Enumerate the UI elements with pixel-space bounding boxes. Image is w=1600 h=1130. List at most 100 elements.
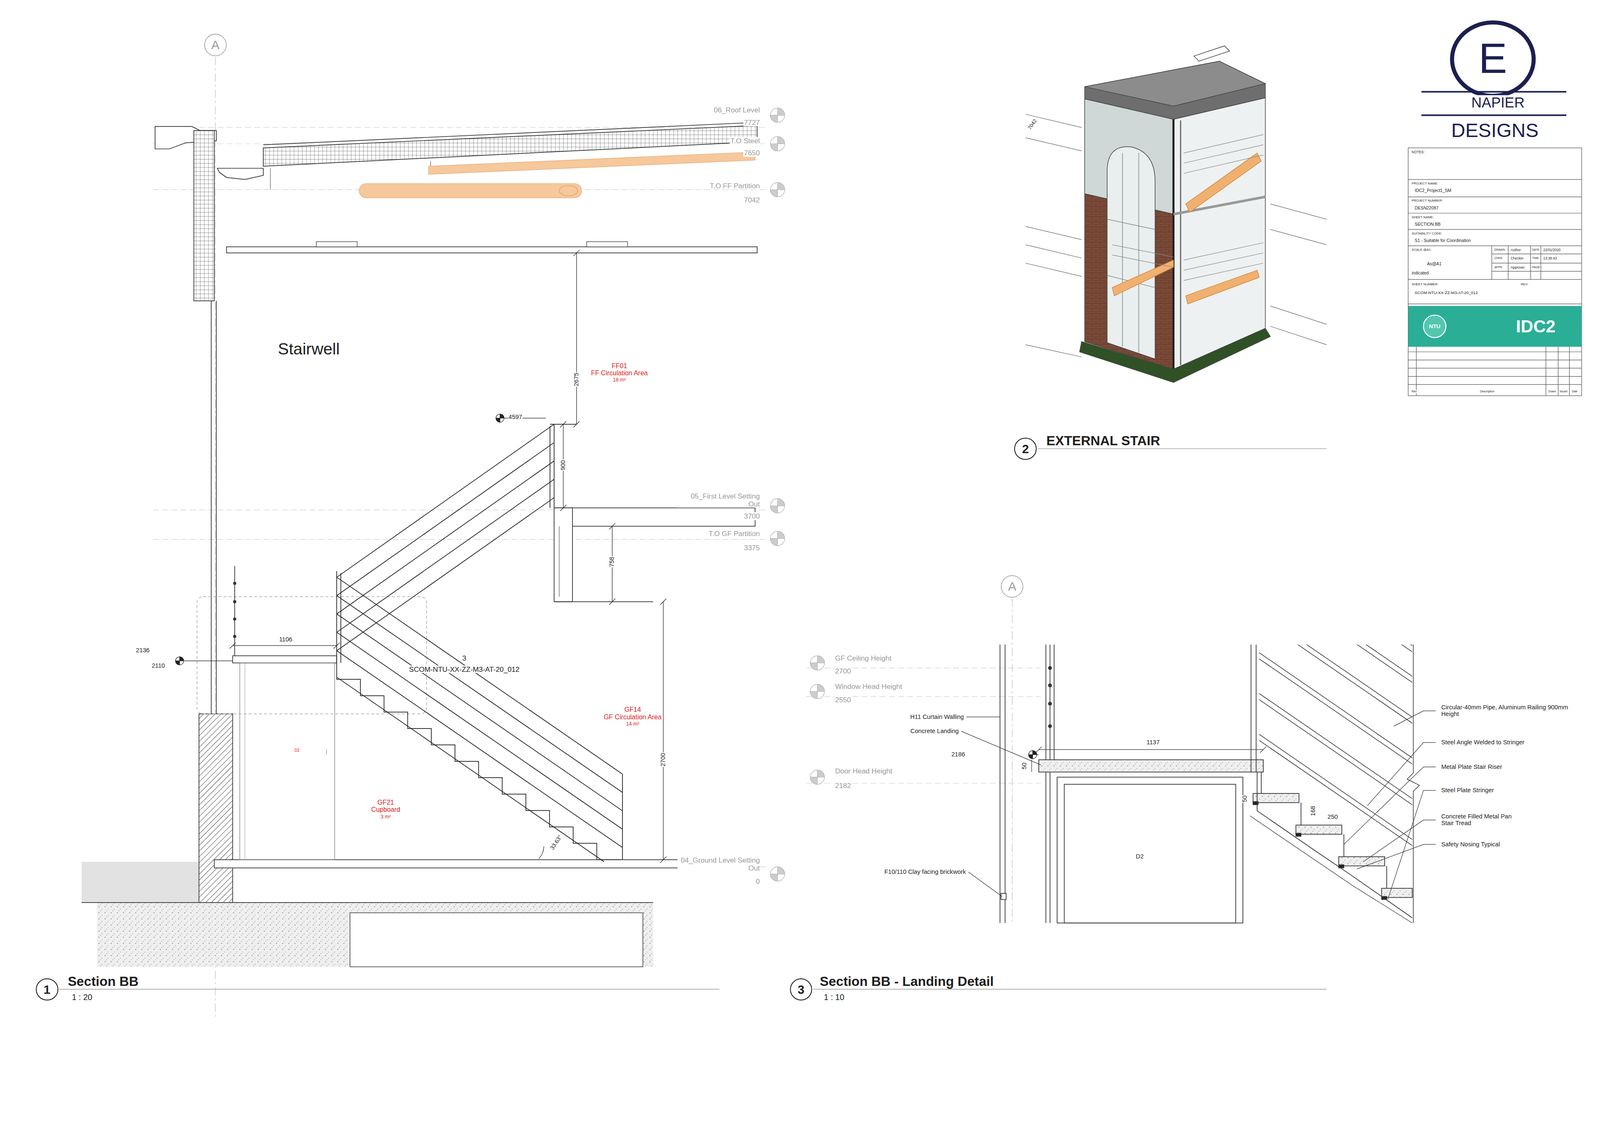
level-lines bbox=[152, 539, 768, 540]
section-structure bbox=[233, 617, 236, 621]
section-structure bbox=[81, 862, 200, 903]
annotation-text: CHKD bbox=[1493, 256, 1503, 260]
dimension-lines bbox=[179, 250, 667, 864]
level-markers bbox=[770, 531, 785, 546]
section-structure bbox=[586, 241, 628, 247]
annotation-text: SHEET NUMBER: bbox=[1411, 282, 1439, 287]
landing-detail bbox=[1036, 754, 1039, 755]
level-label: 3700 bbox=[743, 512, 760, 521]
external-stair-isometric bbox=[1180, 120, 1181, 366]
annotation-text: Metal Plate Stair Riser bbox=[1440, 764, 1503, 771]
landing-detail bbox=[999, 644, 1001, 923]
callout-circle: 3 bbox=[790, 978, 813, 1002]
dimension-lines bbox=[576, 252, 577, 425]
annotation-text: Concrete Landing bbox=[910, 728, 960, 735]
annotation-text: SECTION BB bbox=[1414, 222, 1441, 227]
annotation-text: DESN22087 bbox=[1414, 205, 1439, 211]
level-label: 7650 bbox=[743, 149, 760, 158]
landing-detail bbox=[1048, 666, 1052, 670]
landing-detail bbox=[1045, 644, 1047, 923]
section-structure bbox=[559, 185, 578, 196]
stair-flight bbox=[336, 479, 555, 633]
annotation-text: NTU bbox=[1428, 323, 1441, 330]
spot-markers bbox=[175, 657, 184, 666]
section-structure bbox=[428, 152, 756, 175]
level-markers bbox=[770, 182, 785, 197]
callout-number: 2 bbox=[1022, 442, 1029, 455]
title-block bbox=[1408, 306, 1582, 348]
stair-flight bbox=[336, 461, 555, 615]
annotation-text: Concrete Filled Metal Pan Stair Tread bbox=[1440, 813, 1524, 828]
external-stair-isometric bbox=[1107, 146, 1155, 360]
annotation-text: 2186 bbox=[950, 751, 966, 759]
view-title-lines bbox=[1037, 448, 1327, 450]
external-stair-isometric bbox=[1107, 152, 1155, 353]
section-structure bbox=[214, 860, 755, 869]
external-stair-isometric bbox=[1185, 270, 1260, 305]
external-stair-isometric bbox=[1185, 152, 1262, 213]
view-title: Section BB bbox=[67, 974, 140, 989]
spot-markers bbox=[175, 657, 184, 666]
callout-number: 3 bbox=[797, 983, 805, 996]
level-label: T.O Steel bbox=[730, 137, 760, 145]
dimension-lines bbox=[538, 846, 544, 859]
external-stair-isometric bbox=[1172, 119, 1175, 370]
annotation-text: indicated bbox=[1411, 271, 1430, 276]
stair-flight bbox=[336, 595, 623, 793]
dimension-lines bbox=[232, 645, 337, 646]
annotation-text: IDC2_Project1_SM bbox=[1414, 188, 1452, 193]
landing-detail bbox=[1048, 702, 1052, 706]
section-structure bbox=[233, 582, 236, 585]
landing-detail bbox=[1000, 510, 1423, 924]
annotation-text: Author bbox=[1510, 248, 1522, 253]
level-label: 2182 bbox=[834, 781, 852, 790]
landing-detail bbox=[1259, 644, 1413, 853]
stair-flight bbox=[336, 577, 623, 775]
annotation-text: 50 bbox=[1241, 795, 1249, 803]
title-block bbox=[1408, 147, 1582, 396]
dimension-lines bbox=[609, 523, 616, 605]
stair-flight bbox=[336, 614, 623, 812]
annotation-text: SUITABILITY CODE: bbox=[1411, 232, 1443, 236]
landing-detail bbox=[1048, 684, 1052, 688]
section-structure bbox=[326, 750, 327, 755]
view-title-lines bbox=[59, 448, 1327, 990]
room-tag: GF21 bbox=[377, 799, 395, 807]
company-logo bbox=[1421, 91, 1567, 93]
level-label: 3375 bbox=[743, 544, 760, 553]
section-structure bbox=[359, 183, 582, 198]
level-label: 0 bbox=[755, 877, 761, 886]
section-structure bbox=[215, 300, 217, 715]
section-structure bbox=[226, 247, 758, 254]
annotation-text: Approver bbox=[1510, 265, 1525, 270]
section-structure bbox=[233, 635, 236, 638]
external-stair-isometric bbox=[1173, 97, 1265, 370]
section-structure bbox=[232, 655, 337, 663]
section-structure bbox=[199, 714, 233, 903]
level-markers bbox=[810, 770, 825, 785]
annotation-text: 758 bbox=[608, 556, 616, 568]
annotation-text: PROJECT NAME: bbox=[1411, 182, 1439, 186]
annotation-text: Rev bbox=[1411, 390, 1418, 394]
landing-detail bbox=[1053, 644, 1055, 760]
callout-circle: A bbox=[204, 33, 227, 57]
room-tag: FF01 bbox=[611, 362, 628, 370]
landing-detail bbox=[1004, 644, 1006, 923]
leader-lines bbox=[961, 711, 1436, 900]
annotation-text: F10/110 Clay facing brickwork bbox=[884, 869, 967, 876]
annotation-text: 3 bbox=[462, 654, 468, 663]
annotation-text: Circular-40mm Pipe, Aluminum Railing 900… bbox=[1440, 704, 1570, 718]
leader-lines bbox=[1357, 844, 1436, 870]
external-stair-isometric bbox=[1193, 45, 1230, 62]
company-logo bbox=[1421, 114, 1567, 117]
level-markers bbox=[770, 867, 785, 882]
annotation-text: 13:39:43 bbox=[1542, 256, 1558, 260]
landing-detail bbox=[1261, 772, 1387, 889]
landing-detail bbox=[1295, 833, 1301, 837]
landing-detail bbox=[1031, 760, 1032, 773]
room-tag: 14 m² bbox=[625, 721, 640, 728]
level-markers bbox=[770, 867, 785, 882]
title-block bbox=[1408, 179, 1582, 305]
landing-detail bbox=[1381, 888, 1413, 898]
stair-flight bbox=[336, 677, 605, 863]
